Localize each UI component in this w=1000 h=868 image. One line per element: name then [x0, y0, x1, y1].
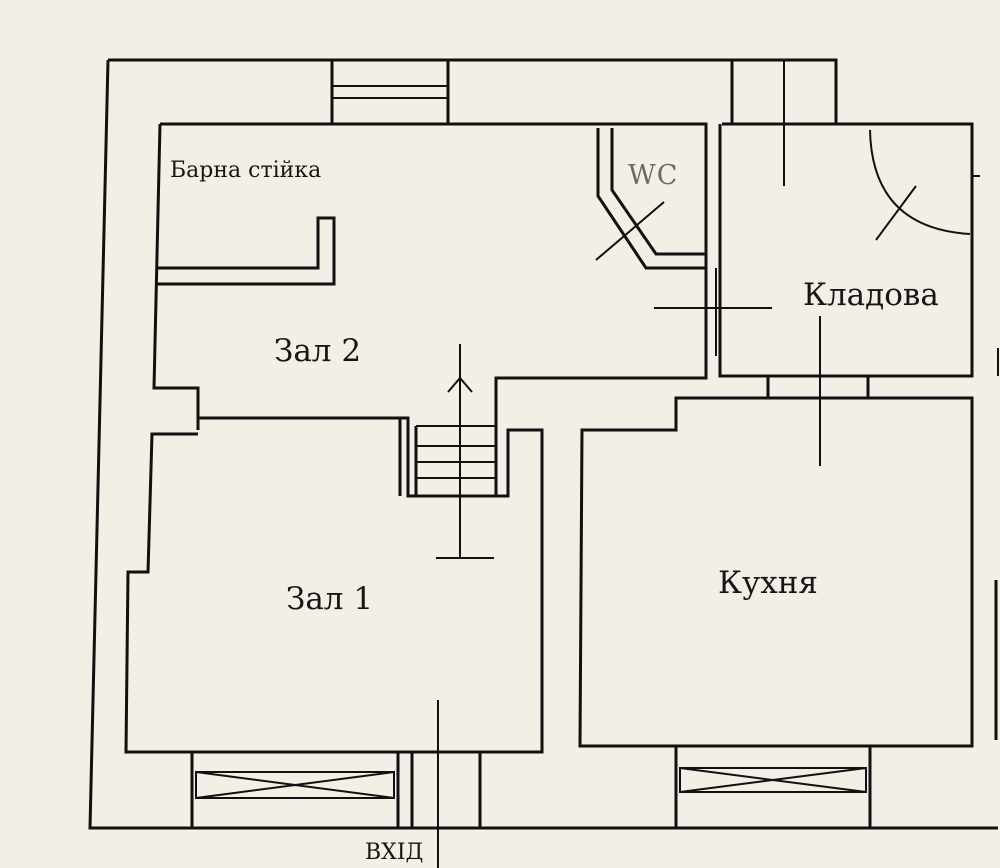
window-bottom-kitchen — [674, 746, 872, 828]
entrance-label: ВХІД — [365, 840, 424, 865]
stairs — [398, 344, 498, 559]
bar-counter — [156, 216, 336, 286]
wc-label: WC — [628, 160, 679, 191]
hall2-wall — [152, 122, 708, 430]
kitchen-label: Кухня — [718, 565, 818, 601]
hall1-wall — [124, 416, 544, 754]
door-storage-kitchen — [766, 376, 870, 398]
storage-door-swing — [869, 129, 971, 241]
entrance-door — [410, 700, 482, 868]
hall-1-label: Зал 1 — [286, 581, 374, 617]
bar-counter-label: Барна стійка — [170, 158, 322, 183]
door-hall2-storage — [654, 268, 772, 356]
wc-cross — [595, 201, 665, 261]
storage-wall — [718, 122, 974, 378]
kitchen-wall — [578, 396, 974, 748]
storage-small-mark — [972, 175, 999, 376]
wc-wall — [596, 128, 706, 270]
storage-label: Кладова — [803, 277, 939, 313]
window-top-hall2 — [330, 60, 450, 124]
window-bottom-hall1 — [190, 752, 400, 828]
hall-2-label: Зал 2 — [274, 333, 362, 369]
stairs-arrow — [436, 344, 494, 559]
